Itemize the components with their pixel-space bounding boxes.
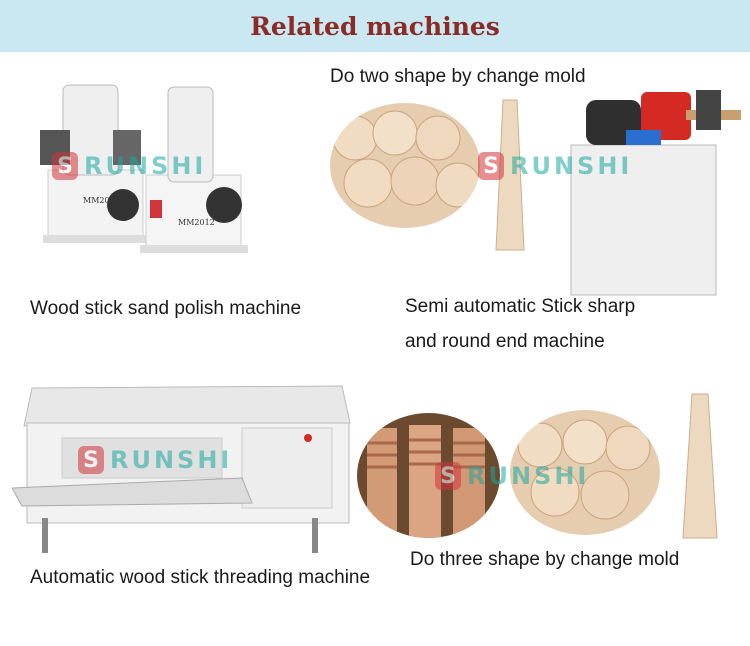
page-title: Related machines [250, 11, 500, 41]
sharpened-stick-photo [495, 99, 525, 251]
machine-label-left: MM2012A [83, 196, 126, 205]
caption-three-shape: Do three shape by change mold [410, 549, 680, 570]
caption-threading: Automatic wood stick threading machine [30, 567, 371, 588]
sharpened-stick-photo-2 [682, 393, 718, 539]
machine-label-right: MM2012 [178, 218, 215, 227]
sharp-round-end-machine-photo [570, 90, 741, 296]
threading-machine-photo [12, 385, 351, 553]
caption-sharp-round-line2: and round end machine [405, 331, 605, 352]
header-banner: Related machines [0, 0, 750, 52]
two-shape-stick-ends-photo [330, 103, 480, 228]
caption-sand-polish: Wood stick sand polish machine [30, 298, 302, 319]
rounded-stick-ends-photo [510, 410, 660, 535]
caption-sharp-round-line1: Semi automatic Stick sharp [405, 296, 636, 317]
caption-two-shape: Do two shape by change mold [330, 66, 586, 87]
threaded-sticks-photo [357, 413, 500, 538]
sand-polish-machine-photo: MM2012A MM2012 [40, 84, 248, 253]
